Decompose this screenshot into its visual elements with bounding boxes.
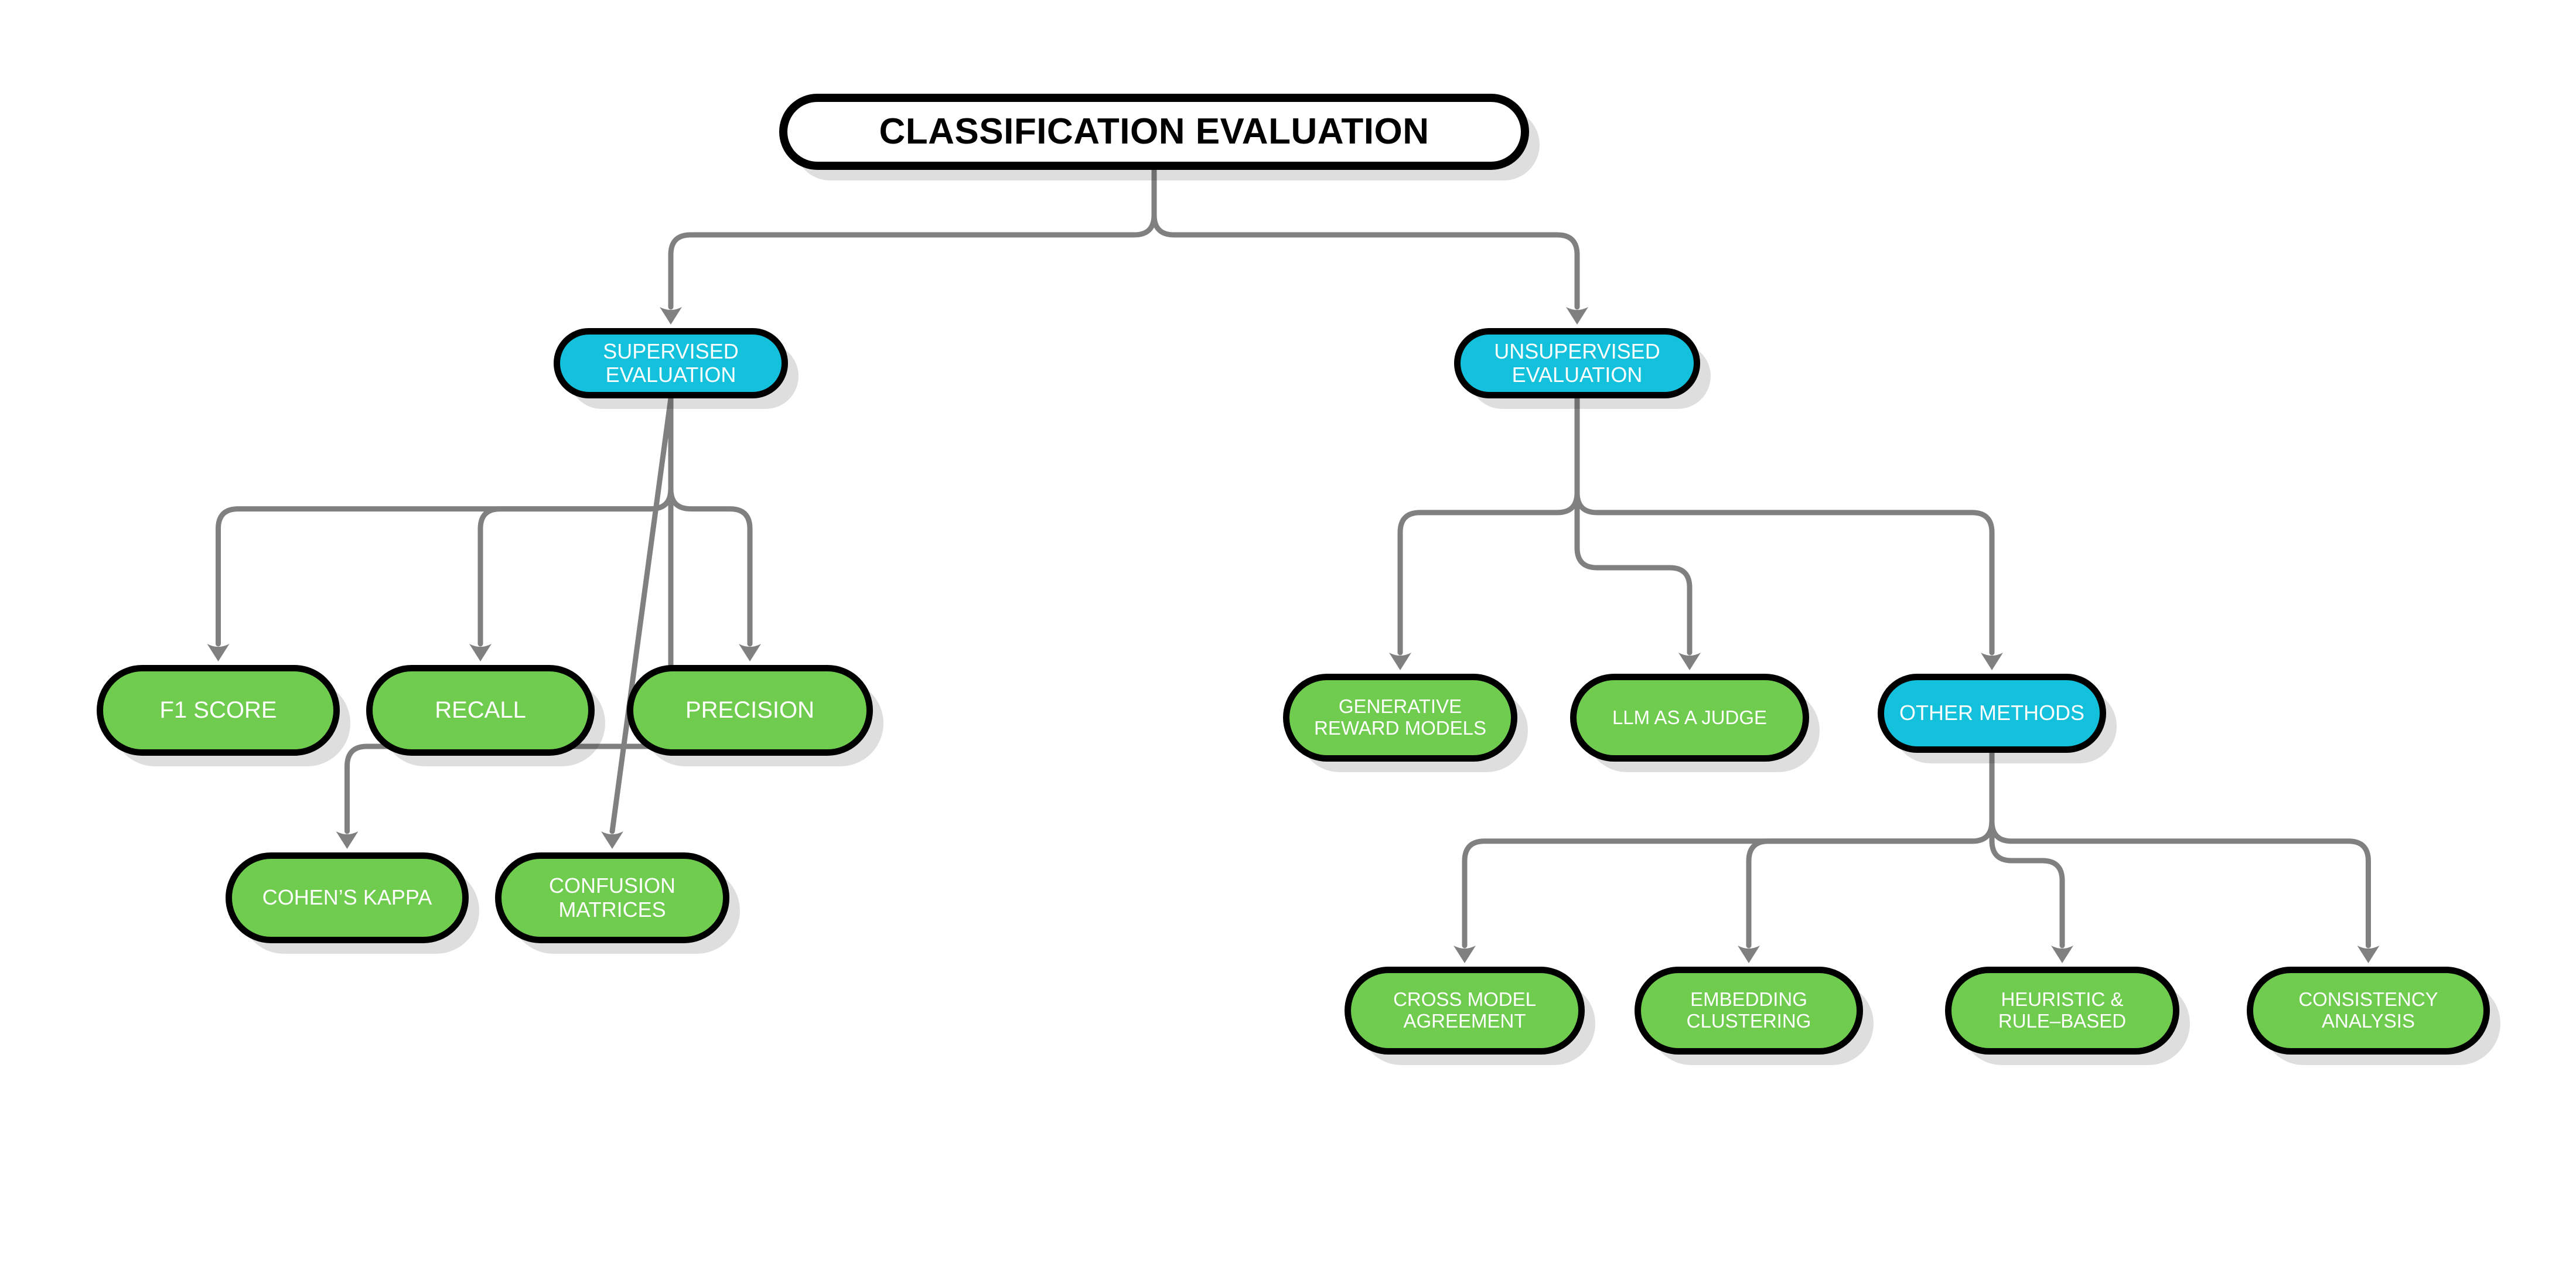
arrowhead-kappa <box>336 831 359 849</box>
node-label-judge: LLM AS A JUDGE <box>1612 706 1768 728</box>
node-label-precision: PRECISION <box>685 697 815 724</box>
node-label-confusion: CONFUSION MATRICES <box>549 874 675 922</box>
arrowhead-consistency <box>2357 946 2380 963</box>
arrowhead-judge <box>1678 653 1701 670</box>
node-grm[interactable]: GENERATIVE REWARD MODELS <box>1283 674 1517 762</box>
node-confusion[interactable]: CONFUSION MATRICES <box>495 852 729 943</box>
connector-other-to-embed <box>1746 750 1995 949</box>
node-label-embed: EMBEDDING CLUSTERING <box>1686 988 1811 1032</box>
arrowhead-grm <box>1389 653 1411 670</box>
node-label-f1: F1 SCORE <box>159 697 277 724</box>
node-label-cross: CROSS MODEL AGREEMENT <box>1393 988 1536 1032</box>
arrowhead-supervised <box>660 307 682 325</box>
node-precision[interactable]: PRECISION <box>627 665 873 756</box>
node-kappa[interactable]: COHEN’S KAPPA <box>226 852 469 943</box>
arrowhead-f1 <box>207 644 230 661</box>
connector-root-to-supervised <box>668 167 1157 310</box>
connector-unsupervised-to-other <box>1574 395 1995 656</box>
connector-supervised-to-f1 <box>216 395 674 647</box>
connector-other-to-cross <box>1462 750 1995 949</box>
arrowhead-other <box>1981 653 2003 670</box>
node-cross[interactable]: CROSS MODEL AGREEMENT <box>1345 967 1585 1055</box>
connector-root-to-unsupervised <box>1151 167 1580 310</box>
arrowhead-precision <box>739 644 761 661</box>
node-root[interactable]: CLASSIFICATION EVALUATION <box>779 94 1529 170</box>
connector-other-to-heuristic <box>1989 750 2065 949</box>
node-consistency[interactable]: CONSISTENCY ANALYSIS <box>2247 967 2490 1055</box>
connector-other-to-consistency <box>1989 750 2371 949</box>
node-unsupervised[interactable]: UNSUPERVISED EVALUATION <box>1454 328 1700 398</box>
arrowhead-heuristic <box>2051 946 2073 963</box>
node-f1[interactable]: F1 SCORE <box>97 665 340 756</box>
node-recall[interactable]: RECALL <box>366 665 595 756</box>
node-label-heuristic: HEURISTIC & RULE–BASED <box>1998 988 2127 1032</box>
arrowhead-recall <box>469 644 492 661</box>
arrowhead-unsupervised <box>1566 307 1588 325</box>
node-label-consistency: CONSISTENCY ANALYSIS <box>2298 988 2438 1032</box>
node-label-other: OTHER METHODS <box>1899 701 2084 725</box>
connector-unsupervised-to-judge <box>1574 395 1693 656</box>
node-label-unsupervised: UNSUPERVISED EVALUATION <box>1494 339 1660 387</box>
node-label-root: CLASSIFICATION EVALUATION <box>879 111 1429 152</box>
node-label-grm: GENERATIVE REWARD MODELS <box>1314 695 1486 739</box>
node-label-recall: RECALL <box>435 697 526 724</box>
node-supervised[interactable]: SUPERVISED EVALUATION <box>554 328 788 398</box>
arrowhead-confusion <box>601 831 623 849</box>
connector-unsupervised-to-grm <box>1397 395 1580 656</box>
node-other[interactable]: OTHER METHODS <box>1878 674 2106 753</box>
node-label-supervised: SUPERVISED EVALUATION <box>603 339 739 387</box>
node-embed[interactable]: EMBEDDING CLUSTERING <box>1635 967 1863 1055</box>
arrowhead-embed <box>1738 946 1760 963</box>
arrowhead-cross <box>1454 946 1476 963</box>
connector-supervised-to-confusion <box>609 395 674 834</box>
node-label-kappa: COHEN’S KAPPA <box>262 885 432 910</box>
node-judge[interactable]: LLM AS A JUDGE <box>1570 674 1809 762</box>
connector-supervised-to-precision <box>668 395 753 647</box>
node-heuristic[interactable]: HEURISTIC & RULE–BASED <box>1945 967 2179 1055</box>
